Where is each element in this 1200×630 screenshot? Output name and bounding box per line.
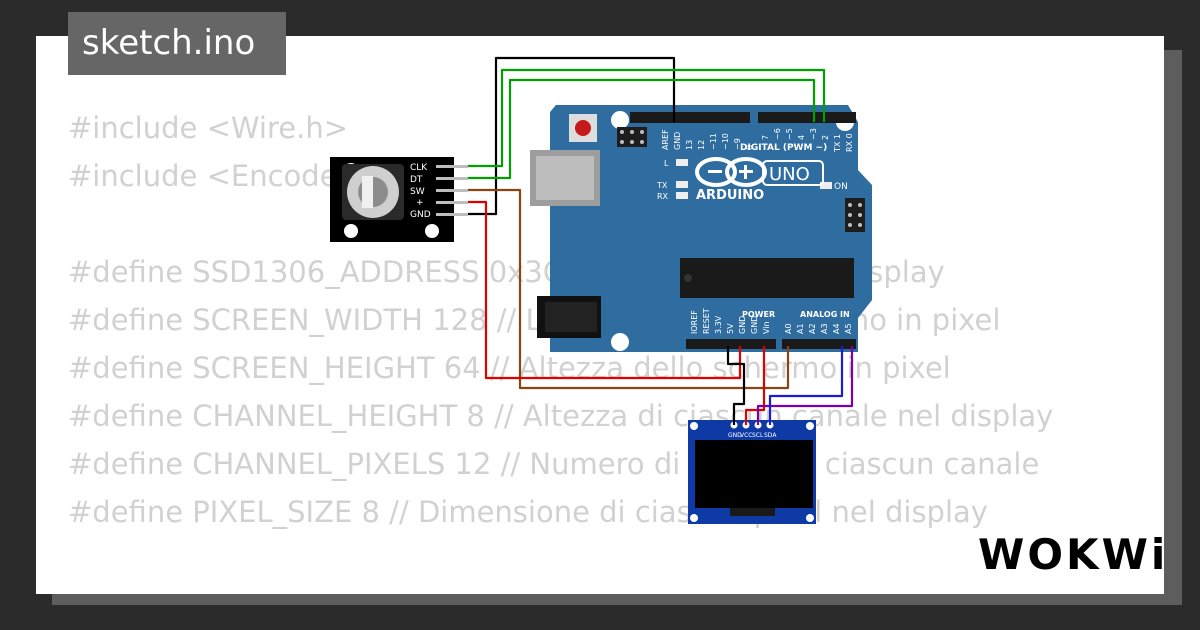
pin-label: 12 (697, 140, 706, 150)
pin-label: 7 (761, 135, 770, 140)
pin-label: ~11 (709, 133, 718, 150)
pin-label: ~6 (773, 128, 782, 140)
power-header[interactable] (686, 339, 776, 349)
led-l-label: L (664, 159, 669, 168)
wire-green-encoder-dt[interactable] (468, 78, 816, 180)
wire-black-oled-gnd[interactable] (726, 346, 746, 425)
mount-hole (611, 333, 629, 351)
power-label: POWER (742, 310, 775, 319)
led-rx (676, 192, 688, 199)
digital-label: DIGITAL (PWM ~) (740, 143, 827, 153)
oled-pin-sda-label: SDA (764, 432, 777, 439)
mount-hole (806, 422, 814, 430)
pin-label: A0 (784, 323, 793, 334)
arduino-brand: ARDUINO (696, 188, 764, 203)
wire-green-encoder-clk[interactable] (468, 68, 826, 168)
file-tab[interactable]: sketch.ino (68, 12, 286, 75)
pin-label: 8 (745, 145, 754, 150)
mount-hole (425, 224, 439, 238)
pin-label: GND (738, 316, 747, 334)
pin-label: GND (673, 132, 682, 150)
oled-pin-gnd-label: GND (728, 432, 742, 439)
encoder-pin-sw-label: SW (410, 187, 425, 197)
pin-label: GND (750, 316, 759, 334)
analog-header[interactable] (782, 339, 856, 349)
pin-label: A4 (832, 323, 841, 334)
analog-label: ANALOG IN (800, 310, 850, 319)
encoder-pin-dt-label: DT (410, 175, 423, 185)
usb-connector (530, 150, 600, 206)
encoder-pin-header[interactable] (436, 165, 468, 216)
digital-header[interactable] (630, 112, 856, 123)
pin-label: ~10 (721, 133, 730, 150)
wire-blue-oled-sda[interactable] (768, 346, 844, 425)
pin-label: 4 (797, 135, 806, 140)
mount-hole (344, 224, 358, 238)
pin-label: ~3 (809, 128, 818, 140)
code-line: #include <Wire.h> (68, 111, 349, 145)
status-leds: L TX RX ON (656, 159, 848, 201)
wokwi-logo: WOKWi (978, 530, 1169, 579)
wire-red-oled-vcc[interactable] (744, 346, 766, 425)
pin-label: TX 1 (833, 134, 842, 153)
uno-label: UNO (769, 164, 810, 185)
pin-label: 2 (821, 135, 830, 140)
pin-label: 3.3V (714, 315, 723, 334)
power-jack (537, 296, 601, 338)
mount-hole (806, 514, 814, 522)
encoder-pin-plus-label: + (416, 198, 424, 208)
pin-label: Vin (762, 321, 771, 334)
pin-label: RX 0 (845, 133, 854, 152)
led-on (820, 182, 832, 189)
oled-pin-scl-label: SCL (752, 432, 764, 439)
led-rx-label: RX (657, 192, 669, 201)
rotary-encoder[interactable]: CLK DT SW + GND (330, 157, 468, 242)
oled-display[interactable]: GND VCC SCL SDA (688, 420, 816, 524)
arduino-uno-board[interactable]: AREF GND 13 12 ~11 ~10 ~9 8 7 ~6 ~5 4 ~3… (530, 105, 872, 352)
pin-label: A1 (796, 323, 805, 334)
pin-label: A2 (808, 323, 817, 334)
oled-screen (695, 440, 813, 508)
encoder-pin-clk-label: CLK (410, 163, 428, 173)
code-line: #define SCREEN_HEIGHT 64 // Altezza dell… (68, 351, 951, 385)
wire-red-encoder-vcc[interactable] (468, 200, 742, 380)
reset-button[interactable] (569, 114, 597, 142)
mount-hole (690, 422, 698, 430)
wire-brown-encoder-sw[interactable] (468, 188, 790, 390)
pin-label: RESET (702, 308, 711, 334)
led-l (676, 159, 688, 166)
pin-label: ~9 (733, 138, 742, 150)
arduino-logo: ARDUINO (695, 157, 767, 203)
led-on-label: ON (834, 182, 848, 192)
oled-pin-vcc-label: VCC (740, 432, 752, 439)
mount-hole (690, 514, 698, 522)
led-tx (676, 181, 688, 188)
pin-label: IOREF (690, 310, 699, 334)
encoder-knob[interactable] (342, 164, 404, 220)
pin-label: A3 (820, 323, 829, 334)
pin-label: 5V (726, 323, 735, 334)
pin-label: A5 (844, 323, 853, 334)
pin-label: AREF (661, 129, 670, 150)
pin-label: ~5 (785, 128, 794, 140)
led-tx-label: TX (656, 181, 668, 190)
pin-label: 13 (685, 140, 694, 150)
mount-hole (611, 111, 629, 129)
code-line: Encoder myEnc(2, 3); (68, 584, 1053, 594)
icsp-header-right (845, 198, 865, 232)
encoder-pin-gnd-label: GND (410, 210, 431, 220)
code-line: #define SCREEN_WIDTH 128 // Larghezza de… (68, 303, 1001, 337)
atmega-chip (680, 258, 854, 298)
wire-purple-oled-scl[interactable] (756, 346, 854, 425)
icsp-header (617, 127, 647, 147)
uno-badge: UNO (762, 160, 824, 186)
